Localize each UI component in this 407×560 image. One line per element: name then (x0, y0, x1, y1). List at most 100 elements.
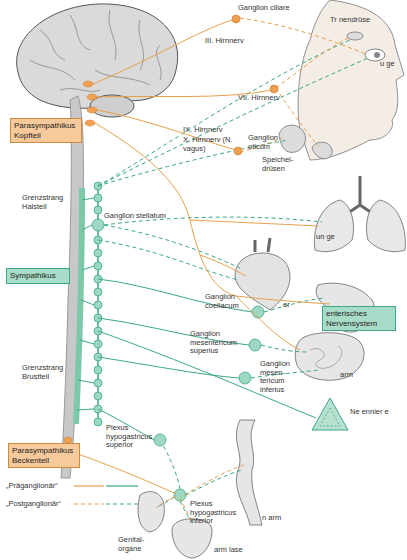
anatomy-label: Plexus hypogastricus superior (106, 424, 166, 450)
brain-illustration (17, 4, 178, 117)
sympathetic-ganglion (154, 434, 166, 446)
digestive-illustration (295, 333, 364, 381)
head-illustration (298, 0, 404, 160)
sympathetic-chain (94, 194, 102, 202)
anatomy-label: Ganglion coeliacum (205, 293, 253, 310)
sympathetic-chain (77, 182, 104, 426)
anatomy-label: Genital- organe (118, 536, 158, 553)
sympathetic-fibre (98, 279, 252, 312)
region-box: Parasympathikus Beckenteil (8, 443, 80, 468)
legend-text: „Präganglionär“ (6, 481, 58, 490)
parasympathetic-fibre (93, 20, 232, 84)
parasympathetic-fibre (72, 452, 176, 494)
sympathetic-fibre (98, 40, 350, 186)
adrenal-illustration (320, 408, 340, 426)
anatomy-label: er (283, 301, 303, 310)
lung-illustration (314, 200, 353, 252)
region-name: enterisches Nervensystem (326, 309, 392, 328)
sympathetic-fibre (186, 470, 242, 495)
anatomy-label: III. Hirnnerv (205, 37, 265, 46)
pelvic-organ-illustration (236, 420, 262, 525)
sympathetic-chain (94, 301, 102, 309)
sympathetic-fibre (160, 440, 180, 489)
sympathetic-fibre (98, 58, 368, 186)
region-name: Sympathikus (10, 271, 66, 281)
anatomy-label: Ganglion mesen- tericum inferius (260, 360, 306, 394)
sympathetic-fibre (156, 497, 174, 508)
region-name: Parasympathikus Kopfteil (14, 121, 78, 140)
anatomy-label: un ge (316, 233, 356, 242)
anatomy-label: Ganglion stellatum (104, 212, 174, 221)
sympathetic-ganglion (249, 339, 261, 351)
parasympathetic-fibre (200, 255, 246, 276)
pelvic-organ-illustration (138, 420, 262, 558)
sympathetic-fibre (98, 357, 239, 378)
parasympathetic-nucleus (83, 81, 93, 87)
region-box: Parasympathikus Kopfteil (10, 118, 82, 143)
anatomy-label: Ne ennier e (350, 408, 406, 417)
parasympathetic-fibre (156, 18, 366, 522)
anatomy-label: Grenzstrang Brustteil (22, 364, 70, 381)
sympathetic-chain (94, 392, 102, 400)
sympathetic-fibre (261, 345, 308, 352)
digestive-illustration (295, 283, 375, 380)
head-illustration (347, 32, 363, 40)
digestive-illustration (310, 346, 342, 368)
anatomy-label: Ganglion mesentericum superius (190, 330, 248, 356)
sympathetic-fibre (98, 279, 316, 440)
legend-line-sample (74, 485, 104, 486)
anatomy-label: Ganglion ciliare (238, 4, 298, 13)
parasympathetic-ganglion (270, 85, 278, 93)
sympathetic-chain (77, 198, 94, 410)
sympathetic-chain (94, 418, 102, 426)
sympathetic-chain (94, 206, 102, 214)
sympathetic-fibre (104, 225, 240, 268)
anatomy-label: arm lase (214, 546, 264, 555)
adrenal-illustration (312, 398, 348, 430)
spinal-cord (61, 96, 84, 478)
head-illustration (374, 52, 380, 58)
parasympathetic-fibre (236, 296, 300, 350)
region-name: Parasympathikus Beckenteil (12, 446, 76, 465)
parasympathetic-fibre (156, 496, 176, 508)
spinal-cord (61, 96, 84, 478)
head-illustration (279, 0, 404, 160)
head-illustration (312, 142, 332, 159)
parasympathetic-nucleus (87, 94, 97, 100)
anatomy-label: u ge (380, 60, 407, 69)
parasympathetic-fibre (184, 465, 244, 495)
parasympathetic-fibre (95, 123, 236, 296)
sympathetic-chain (94, 366, 102, 374)
anatomy-label: n arm (262, 514, 302, 523)
legend-line-sample (74, 503, 104, 504)
anatomy-label: arm (340, 371, 370, 380)
sympathetic-chain (94, 340, 102, 348)
region-box: enterisches Nervensystem (322, 306, 396, 331)
legend-line-sample (74, 486, 138, 487)
anatomy-label: IX. Hirnnerv (183, 126, 243, 135)
anatomy-label: Grenzstrang Halsteil (22, 194, 70, 211)
anatomy-label: Plexus hypogastricus inferior (190, 500, 250, 526)
legend-line-sample (106, 485, 138, 486)
parasympathetic-fibre (190, 220, 318, 226)
anatomy-label: VII. Hirnnerv (238, 94, 298, 103)
spinal-cord (76, 188, 82, 424)
parasympathetic-nucleus (87, 107, 97, 113)
anatomy-label: Ganglion oticum (248, 134, 292, 151)
sympathetic-chain (92, 182, 104, 426)
brain-illustration (30, 10, 161, 91)
sympathetic-ganglion (154, 306, 264, 501)
head-illustration (279, 125, 305, 152)
parasympathetic-fibre (72, 20, 330, 494)
parasympathetic-ganglion (234, 147, 242, 155)
parasympathetic-fibre (276, 38, 348, 88)
region-box: Sympathikus (6, 268, 70, 284)
legend-text: „Postganglionär“ (6, 499, 61, 508)
adrenal-illustration (312, 398, 348, 430)
sympathetic-fibre (98, 40, 368, 522)
heart-illustration (255, 238, 270, 252)
parasympathetic-ganglion (232, 15, 240, 23)
sympathetic-chain (94, 249, 102, 257)
anatomy-label: X. Hirnnerv (N. vagus) (183, 136, 241, 153)
